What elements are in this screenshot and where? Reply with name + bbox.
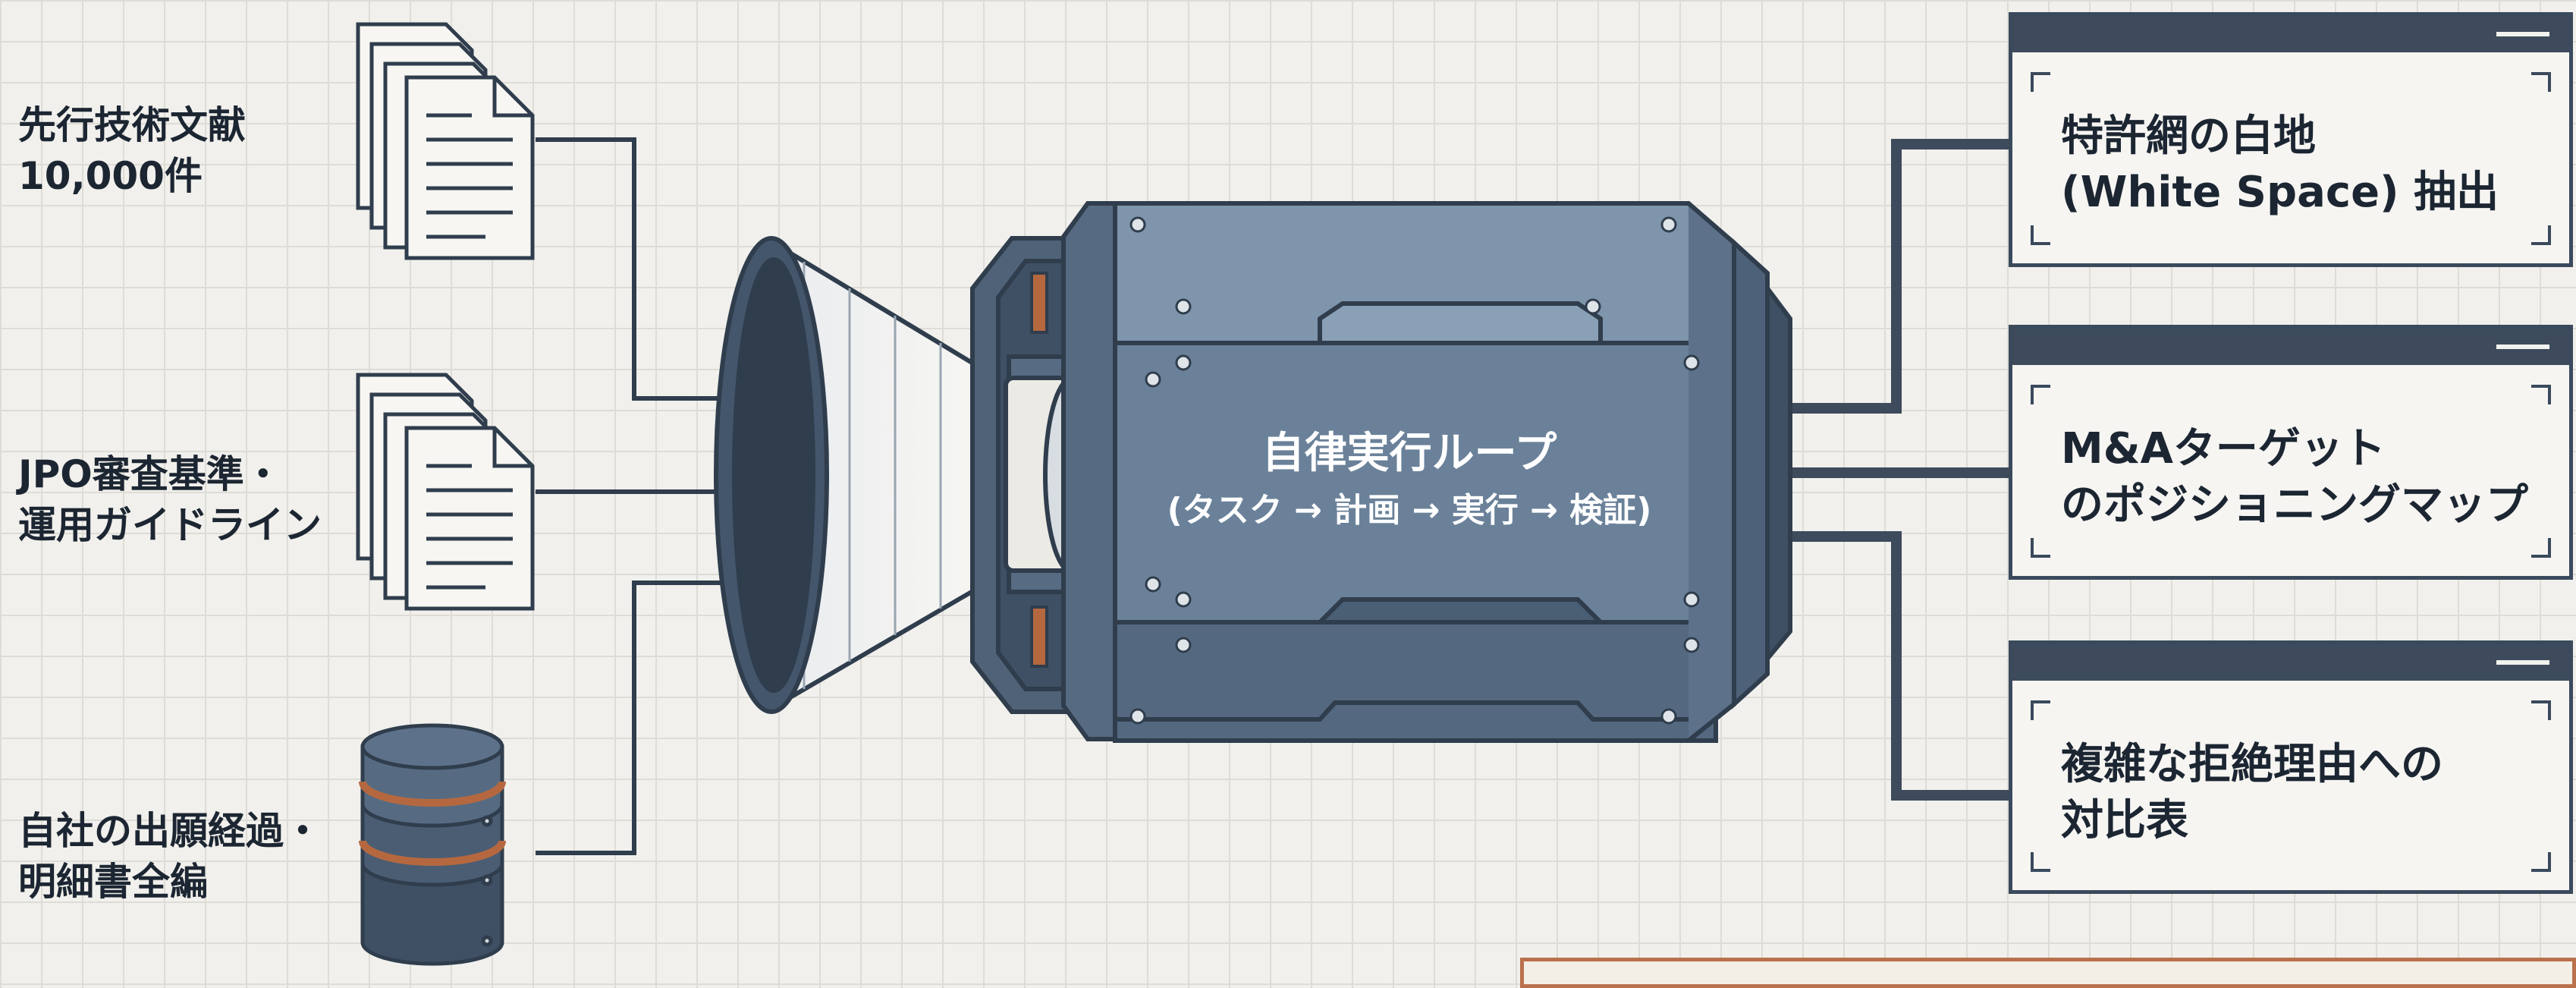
input-label-prior-art: 先行技術文献 10,000件 — [18, 103, 246, 198]
document-stack-icon — [356, 22, 535, 260]
core-title: 自律実行ループ — [1261, 429, 1557, 478]
output-panel-rejection-table: 複雑な拒絶理由への 対比表 — [2009, 640, 2573, 894]
machine-rivets — [1129, 216, 1700, 725]
input-label-jpo: JPO審査基準・ 運用ガイドライン — [18, 452, 322, 547]
panel-titlebar — [2012, 644, 2569, 681]
core-subtitle: (タスク → 計画 → 実行 → 検証) — [1167, 491, 1652, 530]
bottom-panel-edge — [1520, 958, 2576, 988]
minimize-icon — [2496, 345, 2549, 349]
database-icon — [359, 723, 506, 966]
document-stack-icon — [356, 373, 535, 611]
machine-body — [1061, 201, 1792, 743]
connector-rejection-table — [1792, 531, 2009, 801]
output-connectors — [1792, 139, 2009, 801]
panel-titlebar — [2012, 16, 2569, 52]
output-panel-ma-map: M&Aターゲット のポジショニングマップ — [2009, 325, 2573, 580]
panel-titlebar — [2012, 329, 2569, 365]
minimize-icon — [2496, 32, 2549, 36]
input-label-own-history: 自社の出願経過・ 明細書全編 — [18, 809, 322, 904]
output-panel-white-space: 特許網の白地 (White Space) 抽出 — [2009, 12, 2573, 267]
connector-own-history — [536, 565, 760, 855]
connector-prior-art — [536, 137, 760, 417]
minimize-icon — [2496, 660, 2549, 665]
output-text-ma-map: M&Aターゲット のポジショニングマップ — [2061, 424, 2528, 530]
output-text-rejection-table: 複雑な拒絶理由への 対比表 — [2061, 740, 2443, 846]
output-text-white-space: 特許網の白地 (White Space) 抽出 — [2061, 112, 2499, 218]
connector-white-space — [1792, 139, 2009, 414]
